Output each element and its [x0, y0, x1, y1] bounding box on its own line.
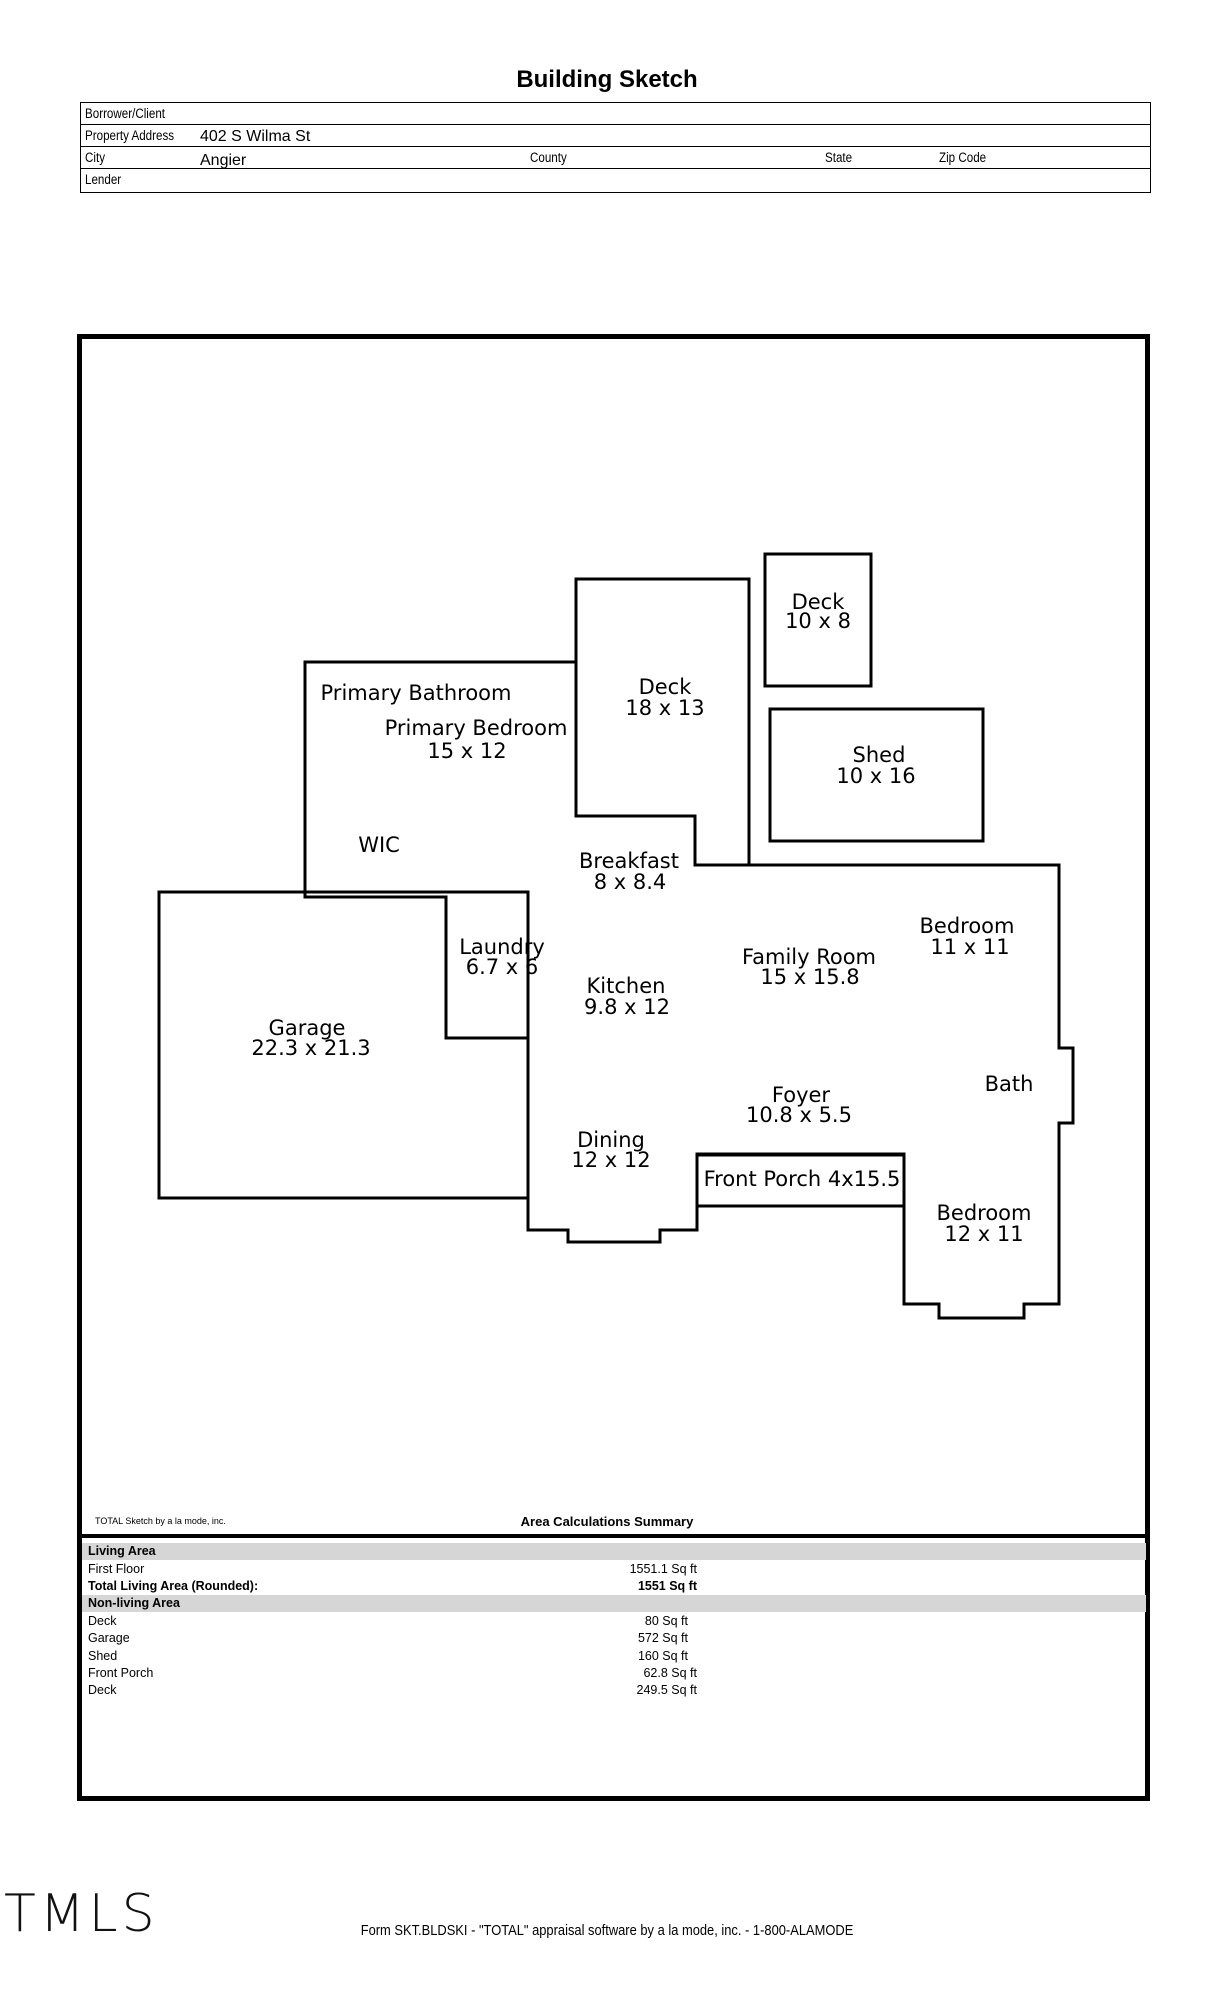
living-area-header: Living Area	[82, 1543, 1146, 1560]
primary-bedroom-dims: 15 x 12	[427, 739, 506, 763]
nonliving-row: Shed 160 Sq ft	[82, 1648, 1146, 1665]
nonliving-value: 160 Sq ft	[637, 1649, 688, 1663]
foyer-dims: 10.8 x 5.5	[746, 1103, 852, 1127]
shed-outline	[768, 707, 985, 843]
nonliving-area-header: Non-living Area	[82, 1595, 1146, 1612]
sketch-credit: TOTAL Sketch by a la mode, inc.	[95, 1516, 226, 1526]
sketch-frame	[77, 334, 1150, 1801]
summary-title: Area Calculations Summary	[520, 1514, 694, 1529]
front-porch-outline	[695, 1152, 906, 1208]
lender-label: Lender	[85, 172, 122, 187]
nonliving-label: Front Porch	[88, 1666, 154, 1680]
county-label: County	[530, 150, 567, 165]
first-floor-value: 1551.1 Sq ft	[629, 1562, 697, 1576]
bath-name: Bath	[985, 1072, 1034, 1096]
nonliving-row: Deck 80 Sq ft	[82, 1613, 1146, 1630]
state-label: State	[825, 150, 853, 165]
bedroom-2-dims: 12 x 11	[944, 1222, 1023, 1246]
lender-row: Lender	[81, 169, 1150, 191]
first-floor-row: First Floor 1551.1 Sq ft	[82, 1561, 1146, 1578]
shed-dims: 10 x 16	[836, 764, 915, 788]
primary-bathroom-name: Primary Bathroom	[321, 681, 512, 705]
borrower-row: Borrower/Client	[81, 103, 1150, 125]
city-label: City	[85, 150, 105, 165]
dining-dims: 12 x 12	[571, 1148, 650, 1172]
nonliving-row: Deck 249.5 Sq ft	[82, 1682, 1146, 1699]
bedroom-1-name: Bedroom	[920, 914, 1015, 938]
summary-divider	[80, 1534, 1148, 1538]
address-row: Property Address 402 S Wilma St	[81, 125, 1150, 147]
garage-name: Garage	[269, 1016, 346, 1040]
nonliving-row: Front Porch 62.8 Sq ft	[82, 1665, 1146, 1682]
deck-large-dims: 18 x 13	[625, 696, 704, 720]
foyer-name: Foyer	[772, 1083, 831, 1107]
breakfast-name: Breakfast	[579, 849, 679, 873]
nonliving-row: Garage 572 Sq ft	[82, 1630, 1146, 1647]
wic-name: WIC	[358, 833, 400, 857]
form-footer: Form SKT.BLDSKI - "TOTAL" appraisal soft…	[360, 1922, 854, 1939]
laundry-name: Laundry	[459, 935, 545, 959]
borrower-label: Borrower/Client	[85, 106, 166, 121]
nonliving-label: Shed	[88, 1649, 118, 1663]
nonliving-area-label: Non-living Area	[88, 1596, 180, 1610]
front-porch-name: Front Porch 4x15.5	[704, 1167, 901, 1191]
nonliving-label: Garage	[88, 1631, 130, 1645]
page-title: Building Sketch	[516, 66, 698, 93]
bedroom-1-dims: 11 x 11	[930, 935, 1009, 959]
deck-small-name: Deck	[792, 590, 846, 614]
shed-name: Shed	[853, 743, 906, 767]
nonliving-value: 249.5 Sq ft	[636, 1683, 697, 1697]
breakfast-dims: 8 x 8.4	[594, 870, 667, 894]
dining-name: Dining	[577, 1128, 645, 1152]
deck-large-name: Deck	[639, 675, 693, 699]
kitchen-dims: 9.8 x 12	[584, 995, 670, 1019]
nonliving-label: Deck	[88, 1614, 117, 1628]
property-info-table: Borrower/Client Property Address 402 S W…	[80, 102, 1151, 193]
deck-small-outline	[763, 552, 873, 688]
living-area-label: Living Area	[88, 1544, 156, 1558]
bedroom-2-name: Bedroom	[937, 1201, 1032, 1225]
nonliving-value: 572 Sq ft	[637, 1631, 688, 1645]
family-room-dims: 15 x 15.8	[760, 965, 859, 989]
garage-outline	[157, 890, 530, 1200]
primary-bedroom-name: Primary Bedroom	[385, 716, 568, 740]
family-room-name: Family Room	[742, 945, 876, 969]
laundry-dims: 6.7 x 6	[466, 955, 539, 979]
nonliving-label: Deck	[88, 1683, 117, 1697]
zip-label: Zip Code	[939, 150, 987, 165]
total-living-row: Total Living Area (Rounded): 1551 Sq ft	[82, 1578, 1146, 1595]
total-living-value: 1551 Sq ft	[637, 1579, 697, 1593]
total-living-label: Total Living Area (Rounded):	[88, 1579, 259, 1593]
nonliving-value: 62.8 Sq ft	[643, 1666, 697, 1680]
address-value: 402 S Wilma St	[200, 128, 311, 145]
nonliving-value: 80 Sq ft	[644, 1614, 688, 1628]
deck-small-dims: 10 x 8	[785, 609, 851, 633]
garage-dims: 22.3 x 21.3	[251, 1036, 370, 1060]
city-value: Angier	[200, 152, 247, 169]
address-label: Property Address	[85, 128, 175, 143]
kitchen-name: Kitchen	[587, 974, 666, 998]
city-row: City Angier County State Zip Code	[81, 147, 1150, 169]
first-floor-label: First Floor	[88, 1562, 145, 1576]
tmls-logo: TMLS	[4, 1884, 159, 1944]
deck-large-outline	[574, 577, 751, 865]
